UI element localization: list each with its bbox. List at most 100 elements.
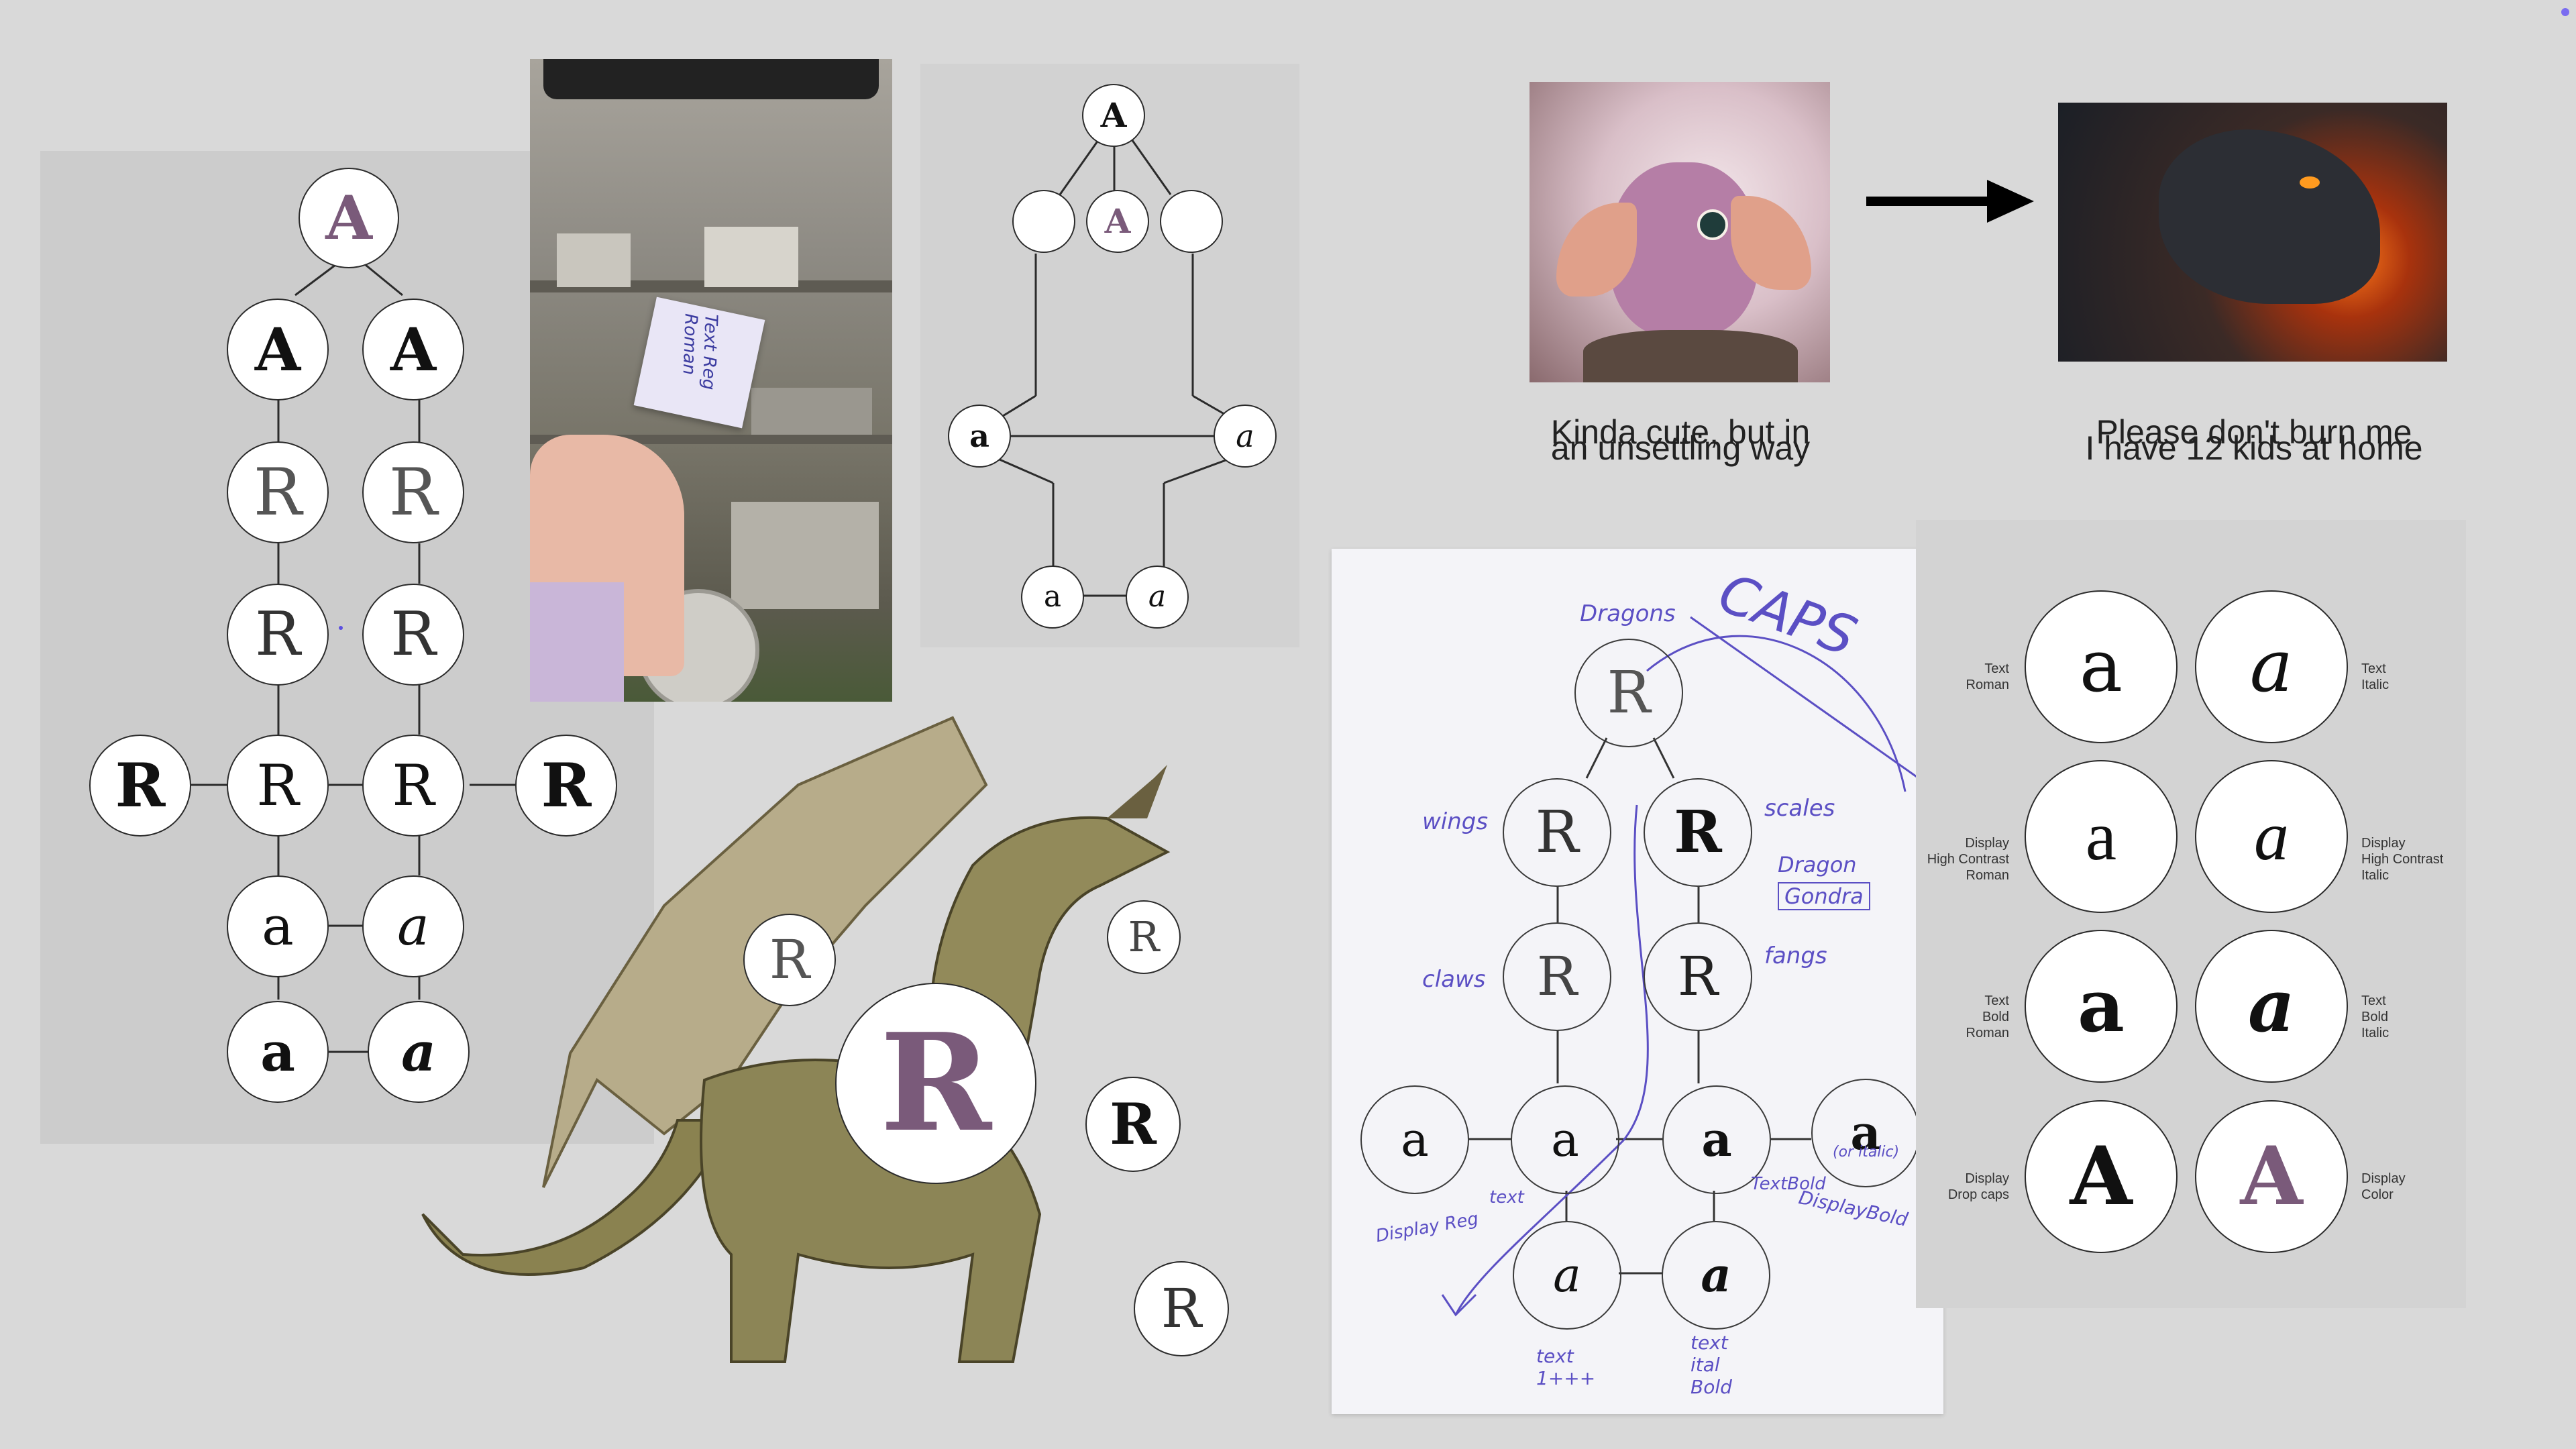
glyph: a bbox=[1551, 1112, 1579, 1167]
glyph: R bbox=[1161, 1277, 1202, 1340]
cursor-dot bbox=[339, 626, 343, 630]
glyph: R bbox=[1677, 945, 1719, 1008]
tree-node-spiky-r-right[interactable]: R bbox=[362, 584, 464, 686]
sketch-node-a-4[interactable]: a bbox=[1811, 1079, 1920, 1187]
glyph: R bbox=[115, 750, 166, 821]
legend-node-display-hc-italic[interactable]: a bbox=[2195, 760, 2348, 913]
sketch-node-scales-r[interactable]: R bbox=[1644, 778, 1752, 887]
note-dragons: Dragons bbox=[1580, 600, 1676, 627]
legend-node-display-hc-roman[interactable]: a bbox=[2025, 760, 2178, 913]
dragon-eye bbox=[2300, 176, 2320, 189]
tree-node-drop-cap-color[interactable]: A bbox=[299, 168, 399, 268]
note-claws: claws bbox=[1422, 966, 1486, 993]
sketch-node-wings-r[interactable]: R bbox=[1503, 778, 1611, 887]
tree-node-scaly-r-left[interactable]: R bbox=[227, 441, 329, 543]
glyph: a bbox=[1701, 1112, 1732, 1167]
note-text-ital-bold: text ital Bold bbox=[1690, 1332, 1732, 1398]
legend-node-display-drop-caps[interactable]: A bbox=[2025, 1100, 2178, 1253]
sketch-node-a-2[interactable]: a bbox=[1511, 1085, 1619, 1194]
center-node-root-a[interactable]: A bbox=[1082, 84, 1145, 147]
glyph: a bbox=[2248, 964, 2295, 1049]
sign-letters bbox=[543, 59, 879, 99]
stone-slab bbox=[557, 233, 631, 287]
glyph: a bbox=[262, 895, 294, 957]
glyph: a bbox=[1850, 1105, 1881, 1161]
tree-node-serif-r-right[interactable]: R bbox=[362, 735, 464, 837]
glyph: A bbox=[1104, 201, 1131, 241]
tree-node-scaly-r-right[interactable]: R bbox=[362, 441, 464, 543]
sketch-node-a-6[interactable]: a bbox=[1662, 1221, 1770, 1330]
dragon-node-cracked-r[interactable]: R bbox=[1085, 1077, 1181, 1172]
legend-node-display-color[interactable]: A bbox=[2195, 1100, 2348, 1253]
center-node-bold-a[interactable]: a bbox=[948, 405, 1011, 468]
note-scales: scales bbox=[1764, 795, 1835, 822]
arrow-icon bbox=[1866, 180, 2034, 223]
center-node-empty-left[interactable] bbox=[1012, 190, 1075, 253]
stone-slab bbox=[704, 227, 798, 287]
tree-node-drop-cap-a-right[interactable]: A bbox=[362, 299, 464, 400]
legend-node-text-roman[interactable]: a bbox=[2025, 590, 2178, 743]
glyph: a bbox=[2254, 798, 2289, 875]
tree-node-drop-cap-a-left[interactable]: A bbox=[227, 299, 329, 400]
tree-node-text-roman-a[interactable]: a bbox=[227, 875, 329, 977]
dragon-node-color-r[interactable]: R bbox=[835, 983, 1036, 1184]
note-or-italic: (or italic) bbox=[1833, 1144, 1900, 1161]
glyph: A bbox=[1100, 95, 1127, 135]
center-node-italic-a[interactable]: a bbox=[1214, 405, 1277, 468]
sketch-node-top-r[interactable]: R bbox=[1574, 639, 1683, 747]
glyph: a bbox=[1148, 580, 1167, 614]
glyph: A bbox=[325, 182, 372, 254]
sketch-node-fangs-r[interactable]: R bbox=[1644, 922, 1752, 1031]
glyph: a bbox=[1701, 1247, 1731, 1303]
dragon-node-scaly-r[interactable]: R bbox=[743, 914, 836, 1006]
sketch-node-a-1[interactable]: a bbox=[1360, 1085, 1469, 1194]
glyph: a bbox=[2079, 625, 2123, 708]
glyph: R bbox=[392, 753, 435, 818]
glyph: a bbox=[401, 1020, 436, 1083]
note-wings: wings bbox=[1422, 808, 1489, 835]
glyph: a bbox=[2249, 625, 2294, 708]
note-fangs: fangs bbox=[1764, 943, 1827, 969]
tree-node-serif-r-left[interactable]: R bbox=[227, 735, 329, 837]
center-node-italic-a-2[interactable]: a bbox=[1126, 566, 1189, 629]
dragon-node-spiky-r[interactable]: R bbox=[1107, 900, 1181, 974]
glyph: R bbox=[253, 455, 303, 530]
glyph: R bbox=[256, 753, 299, 818]
glyph: a bbox=[260, 1020, 295, 1083]
glyph: R bbox=[541, 750, 592, 821]
fierce-dragon-image bbox=[2058, 103, 2447, 362]
glyph: A bbox=[254, 315, 301, 384]
legend-label-text-bold-roman: Text Bold Roman bbox=[1966, 994, 2009, 1040]
glyph: R bbox=[388, 455, 438, 530]
center-node-empty-right[interactable] bbox=[1160, 190, 1223, 253]
dragon-node-spiky-r-2[interactable]: R bbox=[1134, 1261, 1229, 1356]
legend-node-text-bold-italic[interactable]: a bbox=[2195, 930, 2348, 1083]
glyph: a bbox=[969, 418, 989, 454]
legend-node-text-italic[interactable]: a bbox=[2195, 590, 2348, 743]
sketch-node-a-5[interactable]: a bbox=[1513, 1221, 1621, 1330]
note-text-1: text 1+++ bbox=[1536, 1345, 1596, 1389]
note-dragon: Dragon bbox=[1778, 852, 1857, 877]
legend-label-display-color: Display Color bbox=[2361, 1171, 2406, 1202]
legend-label-text-roman: Text Roman bbox=[1966, 661, 2009, 692]
note-gondra: Gondra bbox=[1778, 882, 1870, 910]
center-node-roman-a[interactable]: a bbox=[1021, 566, 1084, 629]
tree-node-text-italic-a[interactable]: a bbox=[362, 875, 464, 977]
legend-panel bbox=[1916, 520, 2466, 1308]
tree-node-spiky-r-left[interactable]: R bbox=[227, 584, 329, 686]
tree-node-bold-italic-a[interactable]: a bbox=[368, 1001, 470, 1103]
sketch-node-a-3[interactable]: a bbox=[1662, 1085, 1771, 1194]
glyph: a bbox=[1236, 418, 1254, 454]
center-tree-panel bbox=[920, 64, 1299, 647]
sketch-node-claws-r[interactable]: R bbox=[1503, 922, 1611, 1031]
glyph: A bbox=[390, 315, 437, 384]
tree-node-cracked-r-left[interactable]: R bbox=[89, 735, 191, 837]
legend-label-display-hc-italic: Display High Contrast Italic bbox=[2361, 836, 2444, 883]
legend-node-text-bold-roman[interactable]: a bbox=[2025, 930, 2178, 1083]
note-textbold: TextBold bbox=[1751, 1174, 1826, 1194]
tree-node-cracked-r-right[interactable]: R bbox=[515, 735, 617, 837]
glyph: R bbox=[769, 928, 810, 991]
tree-node-bold-roman-a[interactable]: a bbox=[227, 1001, 329, 1103]
center-node-color-a[interactable]: A bbox=[1086, 190, 1149, 253]
